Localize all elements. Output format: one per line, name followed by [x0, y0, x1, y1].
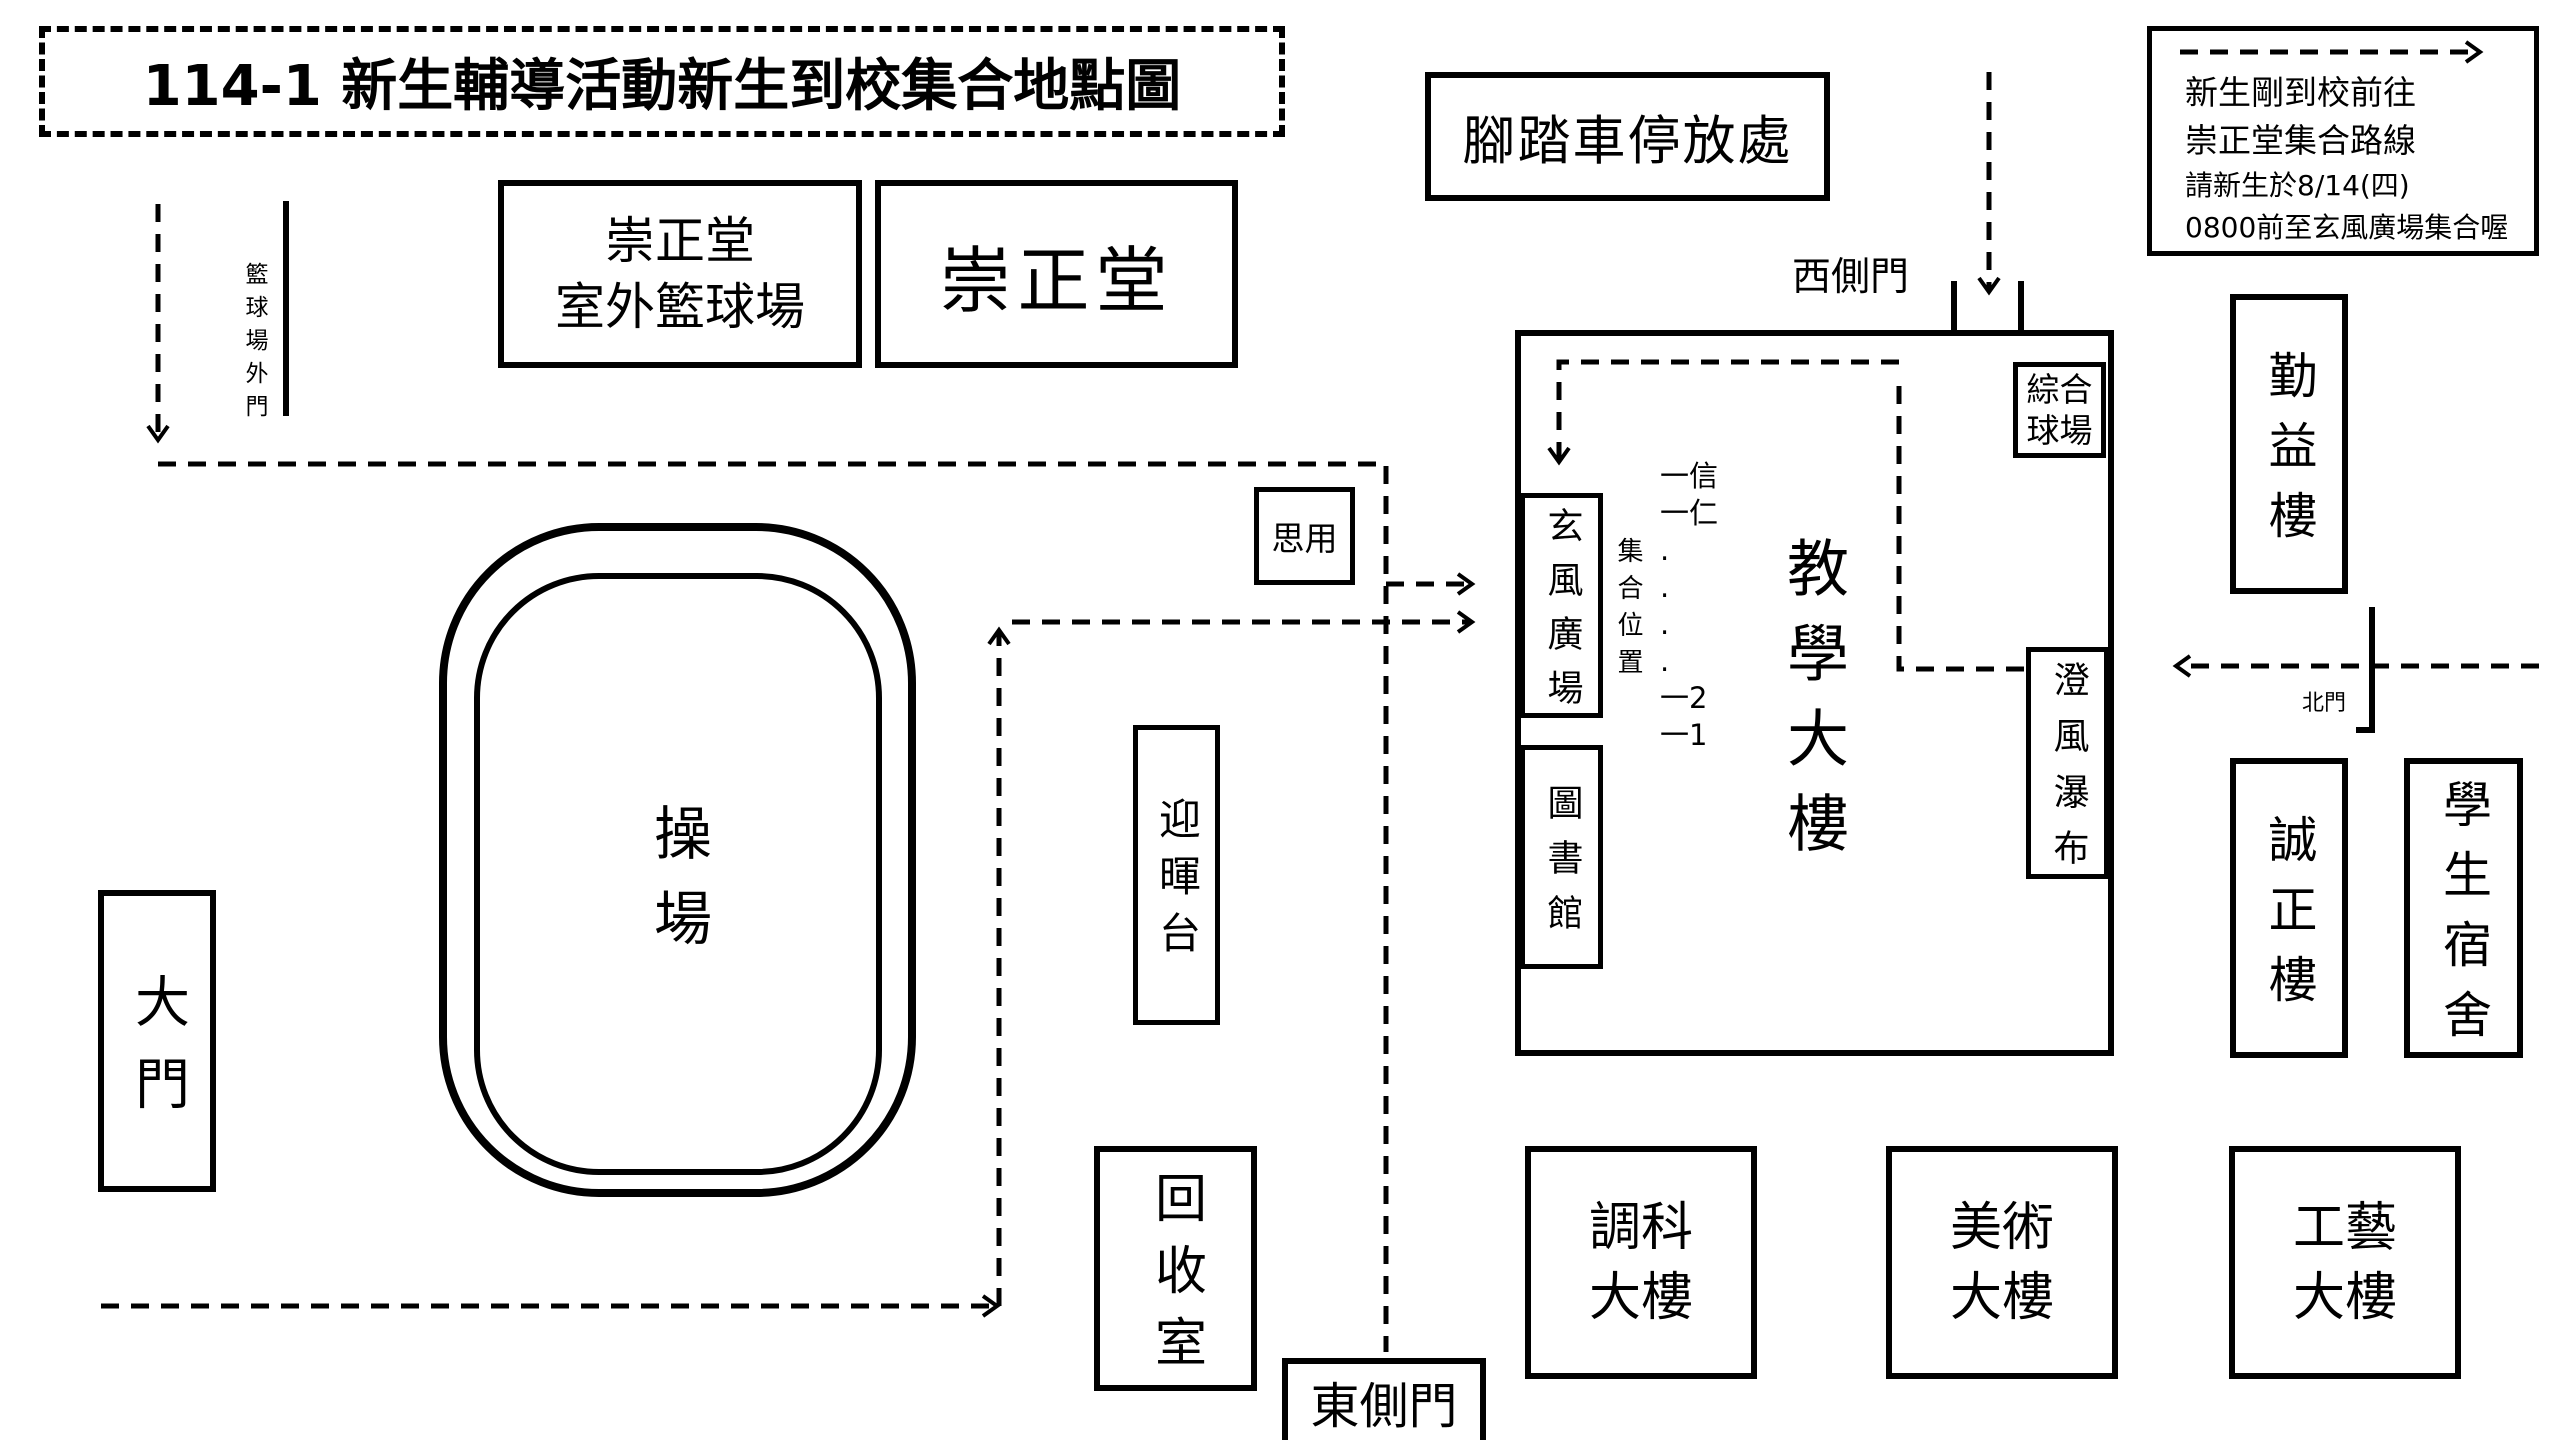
- yinghui-stage-label: 迎暉台: [1152, 797, 1202, 968]
- tiaoke-building-label-2: 大樓: [1588, 1267, 1693, 1328]
- chengzheng-building-label: 誠正樓: [2260, 813, 2318, 1024]
- teaching-building: [1515, 330, 2114, 1056]
- tiaoke-building: 調科 大樓: [1525, 1146, 1757, 1379]
- north-gate-line: [2356, 607, 2375, 733]
- student-dormitory: 學生宿舍: [2404, 758, 2523, 1059]
- assembly-order-item: .: [1660, 644, 1670, 678]
- qinyi-building: 勤益樓: [2230, 294, 2348, 594]
- assembly-order-item: .: [1660, 533, 1670, 567]
- track-label: 操場: [644, 802, 712, 973]
- crafts-building: 工藝 大樓: [2229, 1146, 2461, 1379]
- sports-court: 綜合 球場: [2013, 362, 2106, 458]
- teaching-building-name: 教學大樓: [1776, 536, 1849, 876]
- assembly-order-item: .: [1660, 607, 1670, 641]
- bike-parking-label: 腳踏車停放處: [1462, 110, 1793, 172]
- legend-line-3: 請新生於8/14(四): [2185, 169, 2410, 202]
- east-gate: 東側門: [1282, 1358, 1486, 1440]
- chongzheng-hall: 崇正堂: [875, 180, 1238, 368]
- bike-parking: 腳踏車停放處: [1425, 72, 1830, 201]
- recycling-room: 回收室: [1094, 1146, 1257, 1391]
- waterfall: 澄風瀑布: [2026, 647, 2109, 885]
- teaching-building-label: 教學大樓: [1776, 536, 1849, 876]
- assembly-order-item: .: [1660, 570, 1670, 604]
- main-gate-label: 大門: [125, 972, 190, 1137]
- crafts-building-label-1: 工藝: [2292, 1197, 2397, 1258]
- arts-building: 美術 大樓: [1886, 1146, 2118, 1379]
- east-gate-label: 東側門: [1310, 1377, 1458, 1435]
- sports-court-label-2: 球場: [2026, 411, 2093, 450]
- legend: 新生剛到校前往 崇正堂集合路線 請新生於8/14(四) 0800前至玄風廣場集合…: [2147, 26, 2539, 256]
- assembly-order-item: 一1: [1660, 718, 1708, 752]
- assembly-order-item: 一信: [1660, 459, 1719, 493]
- map-title: 114-1 新生輔導活動新生到校集合地點圖: [142, 54, 1182, 119]
- siyong-label: 思用: [1271, 519, 1338, 558]
- main-gate: 大門: [98, 890, 216, 1192]
- north-gate-label: 北門: [2302, 691, 2347, 716]
- arts-building-label-2: 大樓: [1949, 1267, 2054, 1328]
- qinyi-building-label: 勤益樓: [2260, 349, 2318, 560]
- xuanfeng-plaza: 玄風廣場: [1520, 493, 1603, 723]
- siyong: 思用: [1254, 487, 1355, 585]
- sports-court-label-1: 綜合: [2026, 370, 2093, 409]
- legend-line-2: 崇正堂集合路線: [2185, 121, 2416, 160]
- outdoor-court-label-2: 室外籃球場: [555, 278, 805, 336]
- assembly-order-list: 一信 一仁 . . . . 一2 一1: [1660, 458, 1718, 754]
- basketball-gate-label: 籃球場外門: [241, 262, 267, 427]
- xuanfeng-plaza-label: 玄風廣場: [1541, 506, 1583, 723]
- assembly-position-label: 集合位置: [1613, 537, 1643, 685]
- student-dormitory-label: 學生宿舍: [2435, 778, 2492, 1059]
- tiaoke-building-label-1: 調科: [1588, 1197, 1693, 1258]
- waterfall-label: 澄風瀑布: [2047, 661, 2089, 885]
- assembly-position: 集合位置: [1613, 537, 1643, 685]
- legend-line-1: 新生剛到校前往: [2185, 73, 2416, 112]
- arts-building-label-1: 美術: [1949, 1197, 2054, 1258]
- recycling-room-label: 回收室: [1145, 1170, 1206, 1387]
- chengzheng-building: 誠正樓: [2230, 758, 2348, 1058]
- west-gate-label: 西側門: [1792, 255, 1910, 300]
- chongzheng-hall-label: 崇正堂: [939, 238, 1174, 323]
- library-label: 圖書館: [1541, 784, 1583, 949]
- track-field: 操場: [474, 573, 882, 1175]
- legend-line-4: 0800前至玄風廣場集合喔: [2185, 211, 2509, 244]
- basketball-gate: 籃球場外門: [241, 262, 267, 427]
- assembly-order-item: 一2: [1660, 681, 1708, 715]
- library: 圖書館: [1520, 745, 1603, 969]
- crafts-building-label-2: 大樓: [2292, 1267, 2397, 1328]
- assembly-order-item: 一仁: [1660, 496, 1719, 530]
- yinghui-stage: 迎暉台: [1133, 725, 1220, 1025]
- outdoor-court-label-1: 崇正堂: [605, 212, 755, 270]
- map-title-box: 114-1 新生輔導活動新生到校集合地點圖: [39, 26, 1285, 137]
- outdoor-basketball-court: 崇正堂 室外籃球場: [498, 180, 862, 368]
